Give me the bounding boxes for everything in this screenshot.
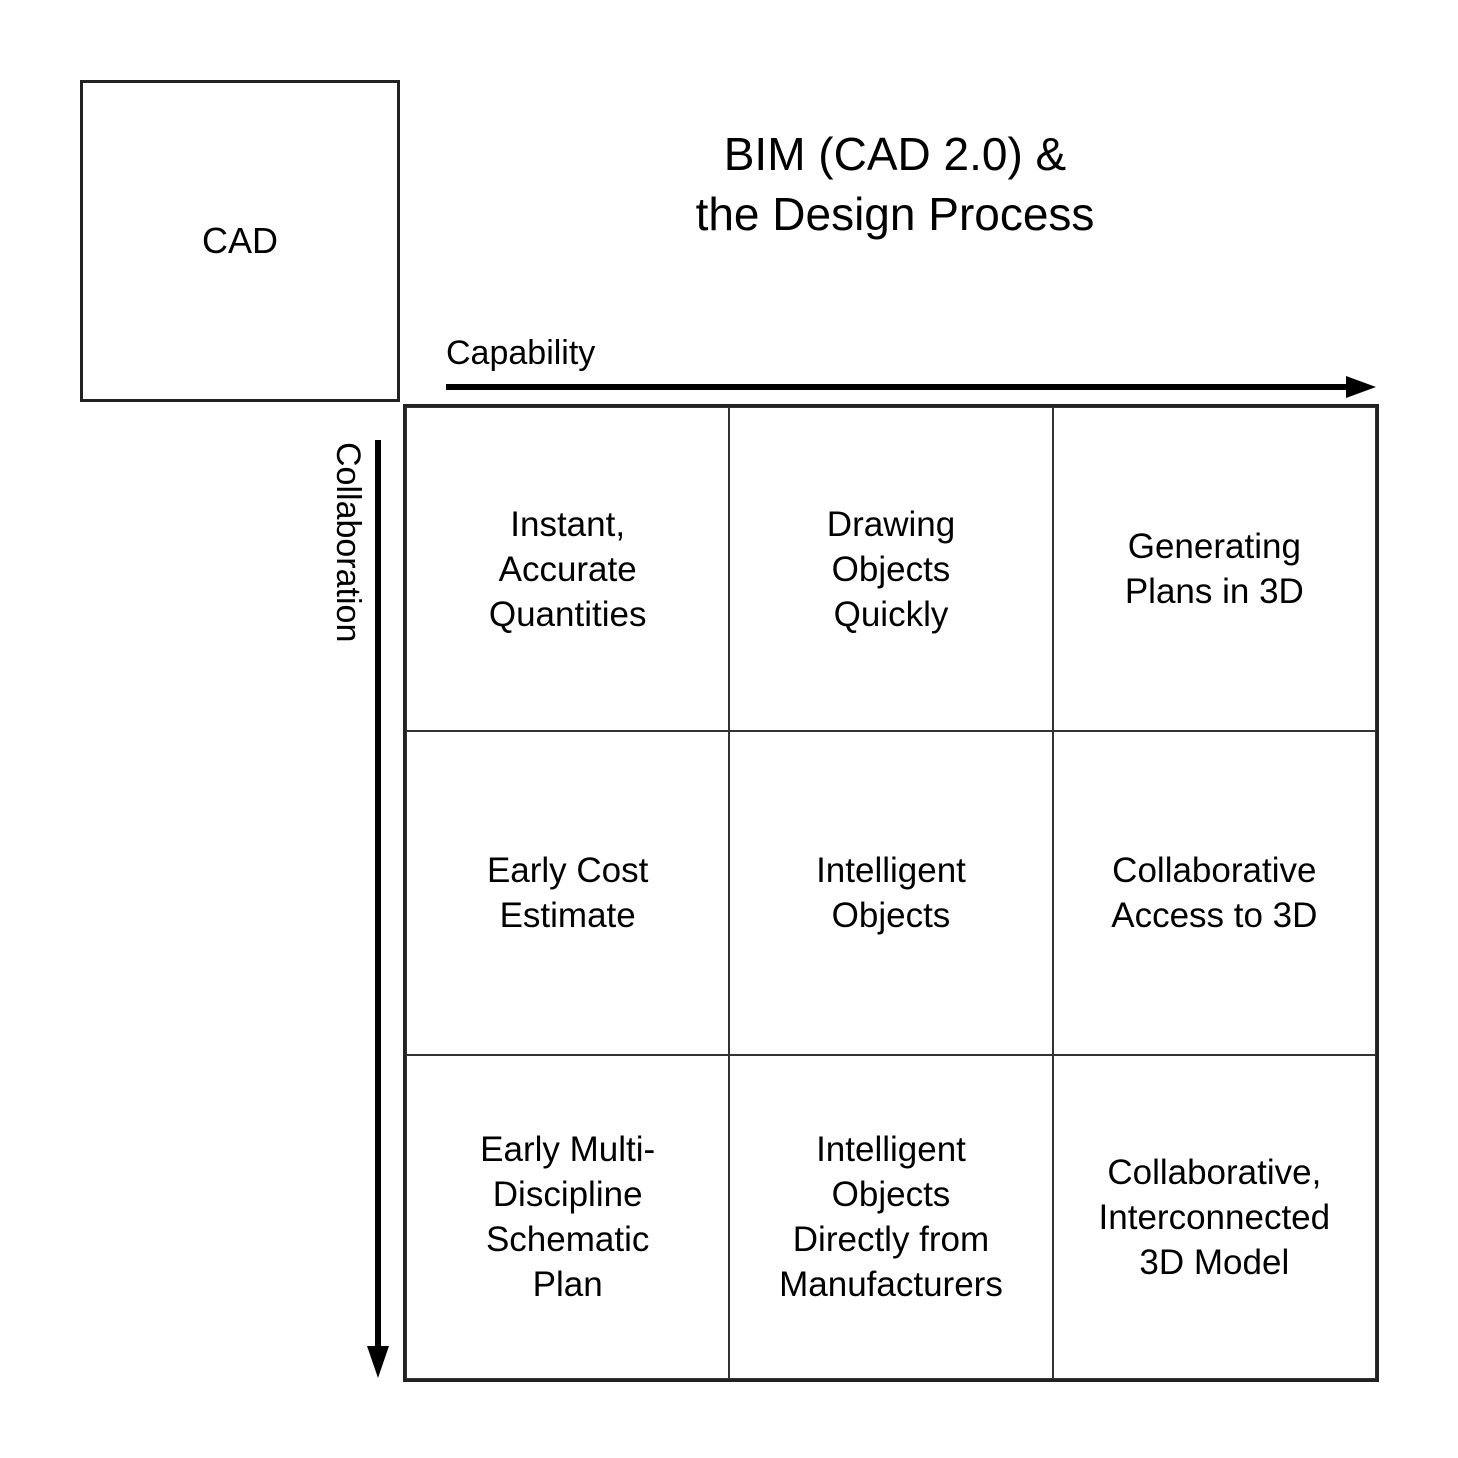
cell-text: Intelligent Objects bbox=[816, 851, 966, 935]
cell-text: Early Multi- Discipline Schematic Plan bbox=[480, 1130, 656, 1304]
capability-collaboration-grid: Instant, Accurate Quantities Drawing Obj… bbox=[403, 404, 1379, 1382]
collaboration-axis-label: Collaboration bbox=[329, 442, 367, 643]
grid-cell-r3c3: Collaborative, Interconnected 3D Model bbox=[1052, 1055, 1376, 1379]
grid-cell-r2c3: Collaborative Access to 3D bbox=[1052, 731, 1376, 1055]
title-line-1: BIM (CAD 2.0) & bbox=[723, 128, 1067, 180]
cell-text: Collaborative, Interconnected 3D Model bbox=[1098, 1152, 1331, 1282]
grid-cell-r2c1: Early Cost Estimate bbox=[406, 731, 730, 1055]
cell-text: Generating Plans in 3D bbox=[1124, 527, 1304, 611]
title-line-2: the Design Process bbox=[695, 188, 1095, 240]
grid-cell-r3c2: Intelligent Objects Directly from Manufa… bbox=[729, 1055, 1053, 1379]
cad-label: CAD bbox=[201, 220, 278, 261]
grid-cell-r1c1: Instant, Accurate Quantities bbox=[406, 407, 730, 731]
capability-axis-label: Capability bbox=[446, 334, 596, 372]
cell-text: Intelligent Objects Directly from Manufa… bbox=[779, 1130, 1003, 1304]
grid-cell-r3c1: Early Multi- Discipline Schematic Plan bbox=[406, 1055, 730, 1379]
cell-text: Drawing Objects Quickly bbox=[826, 504, 956, 634]
grid-cell-r1c3: Generating Plans in 3D bbox=[1052, 407, 1376, 731]
cell-text: Collaborative Access to 3D bbox=[1111, 851, 1318, 935]
diagram-title: BIM (CAD 2.0) & the Design Process bbox=[600, 124, 1190, 244]
grid-cell-r1c2: Drawing Objects Quickly bbox=[729, 407, 1053, 731]
grid-cell-r2c2: Intelligent Objects bbox=[729, 731, 1053, 1055]
capability-arrow-icon bbox=[446, 376, 1376, 398]
cell-text: Instant, Accurate Quantities bbox=[488, 504, 647, 634]
cell-text: Early Cost Estimate bbox=[486, 851, 649, 935]
collaboration-arrow-icon bbox=[367, 440, 389, 1378]
cad-box: CAD bbox=[80, 80, 400, 402]
